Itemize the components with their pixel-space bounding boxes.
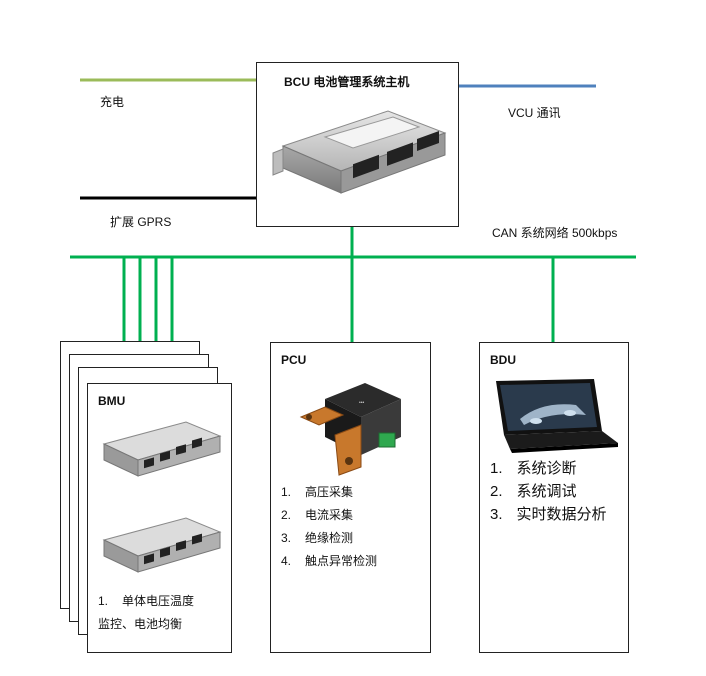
vcu-label: VCU 通讯 [508, 106, 561, 120]
svg-text:•••: ••• [359, 400, 365, 406]
pcu-title: PCU [281, 353, 307, 367]
bmu-device-image-2 [102, 517, 222, 573]
list-item: 3.绝缘检测 [281, 531, 354, 545]
list-item: 2.电流采集 [281, 508, 354, 522]
bmu-box: BMU 1.单体电压温度 监控、电池均衡 [87, 383, 232, 653]
gprs-label: 扩展 GPRS [110, 215, 172, 229]
list-item: 1.系统诊断 [490, 460, 577, 477]
bmu-device-image-1 [102, 421, 222, 477]
pcu-function-list: 1.高压采集 2.电流采集 3.绝缘检测 4.触点异常检测 [281, 481, 377, 573]
list-item: 4.触点异常检测 [281, 554, 378, 568]
bmu-function-list: 1.单体电压温度 监控、电池均衡 [98, 590, 194, 636]
list-item: 2.系统调试 [490, 483, 577, 500]
bcu-title: BCU 电池管理系统主机 [284, 75, 410, 89]
bdu-box: BDU 1.系统诊断 2.系统调试 3.实时数据分析 [479, 342, 629, 653]
list-item: 3.实时数据分析 [490, 506, 607, 523]
bcu-device-image [272, 110, 447, 194]
pcu-device-image: ••• [299, 383, 401, 476]
pcu-box: PCU ••• 1.高压采集 2.电流采集 3.绝缘检测 4.触点异常检测 [270, 342, 431, 653]
can-label: CAN 系统网络 500kbps [492, 226, 618, 240]
bdu-function-list: 1.系统诊断 2.系统调试 3.实时数据分析 [490, 457, 607, 526]
bcu-box: BCU 电池管理系统主机 [256, 62, 459, 227]
list-item: 1.单体电压温度 [98, 594, 195, 608]
charge-label: 充电 [100, 95, 125, 109]
list-item: 监控、电池均衡 [98, 617, 183, 631]
bdu-laptop-image [496, 379, 618, 453]
bdu-title: BDU [490, 353, 516, 367]
list-item: 1.高压采集 [281, 485, 354, 499]
bmu-title: BMU [98, 394, 126, 408]
